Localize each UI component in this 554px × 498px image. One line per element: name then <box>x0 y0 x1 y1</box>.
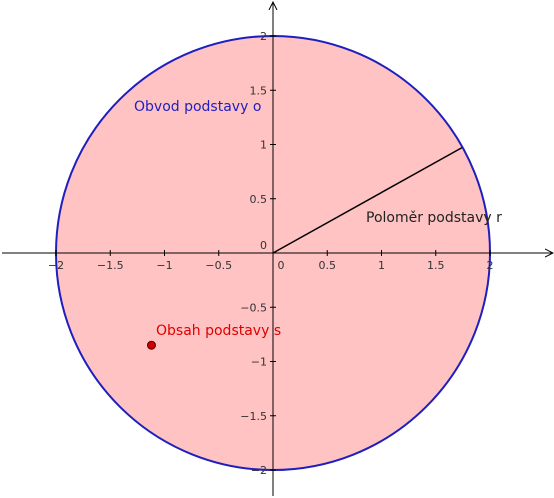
y-tick-label: 1 <box>260 139 267 152</box>
y-axis-ticks: 2 1.5 1 0.5 0 −0.5 −1 −1.5 −2 <box>240 30 276 477</box>
y-tick-label: −1.5 <box>240 410 267 423</box>
x-tick-label: −1.5 <box>97 259 124 272</box>
radius-segment[interactable] <box>272 147 463 254</box>
x-axis-ticks: −2 −1.5 −1 −0.5 0 0.5 1 1.5 2 <box>48 250 494 272</box>
y-tick-label: 0.5 <box>250 193 268 206</box>
x-tick-label: −2 <box>48 259 64 272</box>
x-tick-label: −0.5 <box>205 259 232 272</box>
area-point[interactable] <box>146 340 156 350</box>
point-label: Obsah podstavy s <box>156 323 281 339</box>
x-tick-label: 2 <box>487 259 494 272</box>
y-tick-label: 1.5 <box>250 84 268 97</box>
circle-label: Obvod podstavy o <box>134 99 261 115</box>
x-tick-label: 1.5 <box>427 259 445 272</box>
y-tick-label: −2 <box>251 464 267 477</box>
x-tick-label: 0.5 <box>319 259 337 272</box>
x-tick-label: 0 <box>278 259 285 272</box>
y-tick-label: −0.5 <box>240 301 267 314</box>
y-tick-label: 2 <box>260 30 267 43</box>
y-tick-label: 0 <box>260 239 267 252</box>
y-tick-label: −1 <box>251 356 267 369</box>
x-tick-label: −1 <box>156 259 172 272</box>
radius-label: Poloměr podstavy r <box>366 210 502 226</box>
x-tick-label: 1 <box>378 259 385 272</box>
